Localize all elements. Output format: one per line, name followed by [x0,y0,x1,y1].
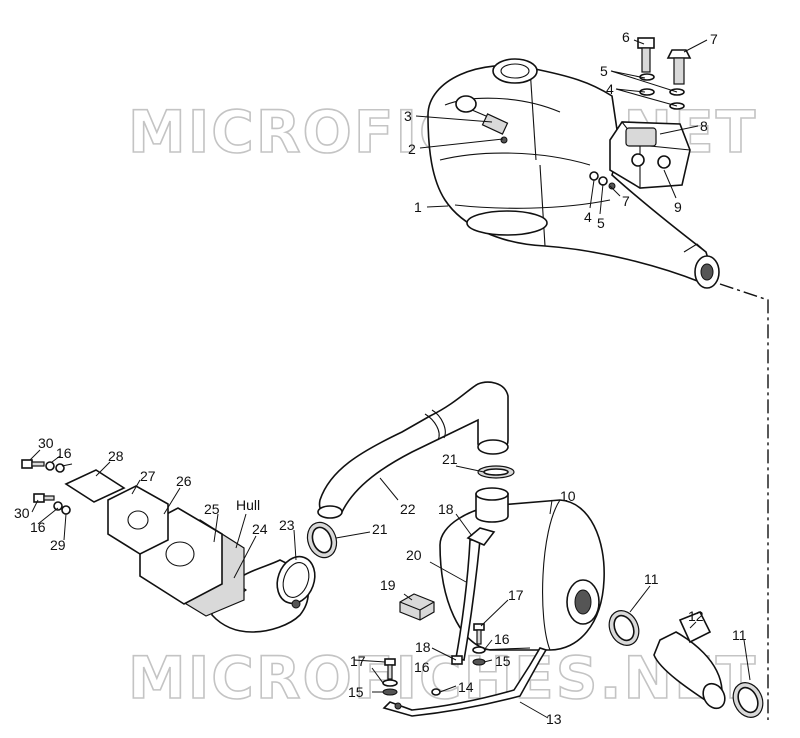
callout-26: 26 [176,473,192,489]
plate-28 [64,469,126,503]
clamp-21-top [477,465,515,479]
callout-16-top: 16 [56,445,72,461]
clamp-11-left [608,610,640,646]
callout-23: 23 [279,517,295,533]
callout-13: 13 [546,711,562,727]
bracket-13 [382,647,548,717]
callout-17-left: 17 [350,653,366,669]
callout-18-lower: 18 [415,639,431,655]
mount-bracket [609,121,691,189]
callout-30-bottom: 30 [14,505,30,521]
tail-pipe-12 [653,610,726,710]
fitting-2-3 [481,113,509,144]
callout-10: 10 [560,488,576,504]
callout-29: 29 [50,537,66,553]
callout-4-top: 4 [606,81,614,97]
screw-30-bottom [33,493,55,503]
callout-16-left: 16 [414,659,430,675]
callout-2-top: 2 [408,141,416,157]
screw-30-top [21,459,45,469]
callout-15-left: 15 [348,684,364,700]
callout-15-right: 15 [495,653,511,669]
connection-line [719,283,769,720]
callout-7-top: 7 [710,31,718,47]
callout-16-right: 16 [494,631,510,647]
callout-6: 6 [622,29,630,45]
washers-16-29-bottom [53,501,71,515]
washers-4-5-top [639,73,685,110]
callout-22: 22 [400,501,416,517]
hull-label: Hull [236,497,260,513]
callout-17-right: 17 [508,587,524,603]
callout-labels: 1 2 3 4 4 5 5 6 7 7 8 9 10 11 11 12 13 1… [14,29,747,727]
watermark-bottom: MICROFICHES.NET [128,644,757,712]
clip-18 [451,655,463,665]
callout-20: 20 [406,547,422,563]
bolt-7 [666,49,692,85]
callout-27: 27 [140,468,156,484]
callout-28: 28 [108,448,124,464]
callout-11-left: 11 [644,571,659,587]
callout-7-side: 7 [622,193,630,209]
callout-4-side: 4 [584,209,592,225]
exhaust-hose [317,381,509,519]
callout-16-bottom: 16 [30,519,46,535]
leader-lines [29,39,751,719]
callout-25: 25 [204,501,220,517]
strap-20 [455,527,496,661]
callout-21-left: 21 [372,521,388,537]
callout-8: 8 [700,118,708,134]
callout-24: 24 [252,521,268,537]
callout-21-top: 21 [442,451,458,467]
callout-30-top: 30 [38,435,54,451]
callout-9: 9 [674,199,682,215]
clamp-11-right [732,682,764,718]
nut-14 [431,688,441,696]
callout-14: 14 [458,679,474,695]
bolt-17-left [384,658,396,680]
callout-12: 12 [688,608,704,624]
gasket-27 [107,485,169,555]
callout-19: 19 [380,577,396,593]
washers-15-16-right [472,646,486,666]
callout-18-upper: 18 [438,501,454,517]
callout-3: 3 [404,108,412,124]
callout-5-side: 5 [597,215,605,231]
bolt-17-right [473,623,485,645]
foam-pad-19 [399,593,435,621]
callout-1: 1 [414,199,422,215]
callout-11-right: 11 [732,627,747,643]
washers-16-15-top [45,461,65,473]
callout-5-top: 5 [600,63,608,79]
clamp-21-left [306,521,338,559]
bolt-6 [637,37,655,73]
